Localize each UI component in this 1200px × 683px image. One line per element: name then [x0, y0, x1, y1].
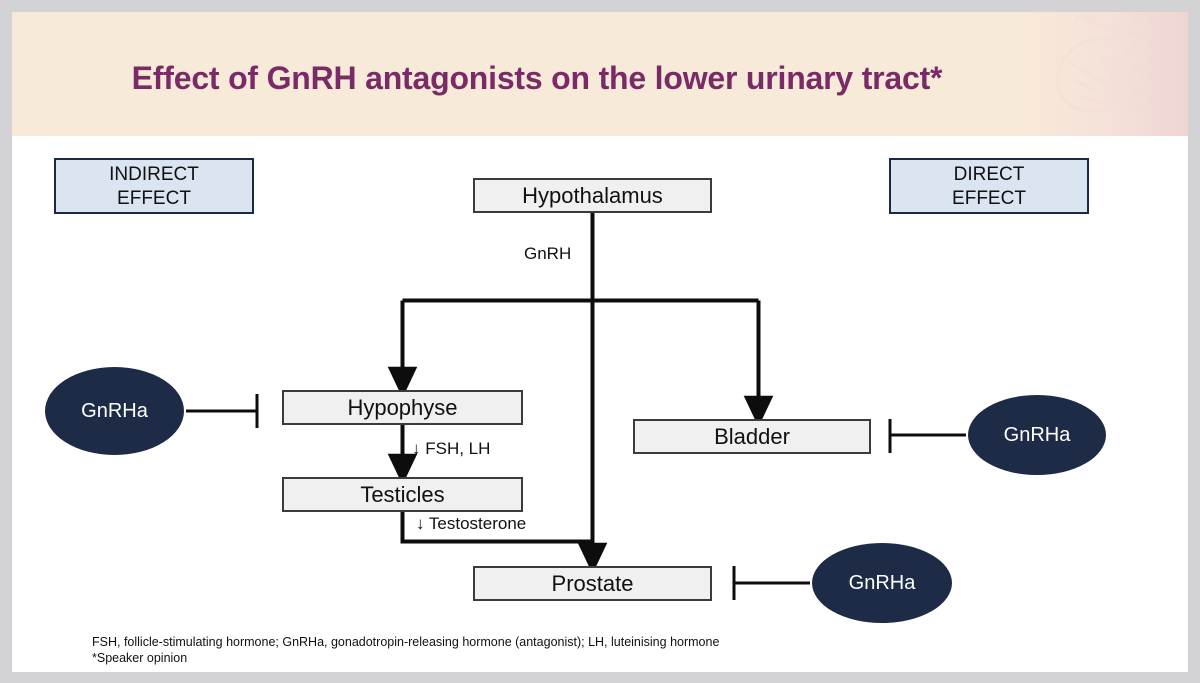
diagram-area: INDIRECT EFFECT DIRECT EFFECT Hypothalam… [12, 136, 1188, 672]
edge-label-gnrh: GnRH [524, 244, 572, 263]
footnote-abbreviations: FSH, follicle-stimulating hormone; GnRHa… [92, 635, 720, 649]
legend-direct-line2: EFFECT [952, 188, 1026, 209]
legend-direct-effect-box: DIRECT EFFECT [889, 158, 1089, 214]
footnote: FSH, follicle-stimulating hormone; GnRHa… [92, 634, 719, 666]
node-bladder-label: Bladder [714, 423, 790, 449]
page-title: Effect of GnRH antagonists on the lower … [131, 60, 943, 96]
node-gnrha-hypophyse: GnRHa [45, 367, 184, 455]
footnote-speaker-opinion: *Speaker opinion [92, 651, 188, 665]
node-testicles: Testicles [282, 477, 523, 512]
slide-card: Effect of GnRH antagonists on the lower … [12, 12, 1188, 672]
node-gnrha-prostate-label: GnRHa [848, 571, 916, 594]
node-prostate: Prostate [473, 566, 712, 601]
legend-indirect-effect-box: INDIRECT EFFECT [54, 158, 254, 214]
edge-label-fsh-lh: ↓ FSH, LH [412, 439, 491, 458]
node-hypophyse-label: Hypophyse [347, 394, 458, 420]
node-hypothalamus: Hypothalamus [473, 178, 712, 213]
connector-layer [186, 213, 966, 600]
node-hypothalamus-label: Hypothalamus [522, 182, 663, 208]
legend-direct-line1: DIRECT [953, 164, 1025, 185]
node-gnrha-bladder-label: GnRHa [1003, 423, 1071, 446]
node-gnrha-prostate: GnRHa [812, 543, 952, 623]
legend-indirect-line1: INDIRECT [109, 164, 199, 185]
node-gnrha-hypophyse-label: GnRHa [81, 399, 148, 422]
node-gnrha-bladder: GnRHa [968, 395, 1106, 475]
node-hypophyse: Hypophyse [282, 390, 523, 425]
edge-testicles-to-prostate [400, 512, 593, 544]
node-bladder: Bladder [633, 419, 871, 454]
edge-label-testosterone: ↓ Testosterone [416, 514, 527, 533]
node-prostate-label: Prostate [551, 570, 634, 596]
node-testicles-label: Testicles [360, 481, 445, 507]
legend-indirect-line2: EFFECT [117, 188, 191, 209]
header-band: Effect of GnRH antagonists on the lower … [12, 12, 1188, 136]
